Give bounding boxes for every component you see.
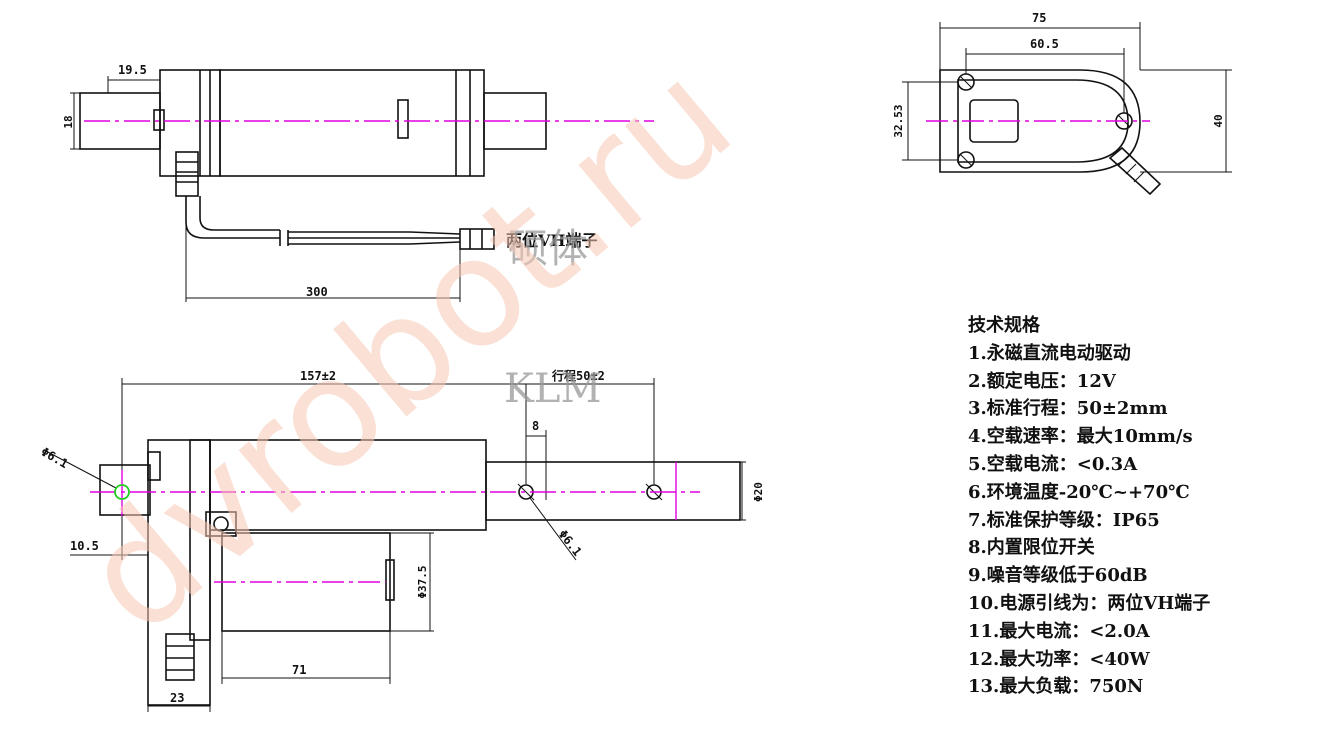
spec-list: 技术规格 1.永磁直流电动驱动 2.额定电压：12V 3.标准行程：50±2mm…	[968, 312, 1328, 701]
dim-side-tip: 8	[532, 419, 539, 433]
dim-end-hole-spacing: 60.5	[1030, 37, 1059, 51]
spec-item: 5.空载电流：<0.3A	[968, 453, 1138, 475]
spec-item: 13.最大负载：750N	[968, 676, 1144, 698]
connector-label: 两位VH端子	[506, 231, 598, 250]
dim-motor-diameter: Φ37.5	[416, 565, 429, 598]
side-view	[43, 378, 746, 712]
spec-title: 技术规格	[968, 315, 1040, 336]
dim-end-right-height: 40	[1212, 114, 1225, 127]
spec-item: 11.最大电流：<2.0A	[968, 620, 1150, 642]
brand-mark-mid: KLM	[504, 366, 601, 412]
dim-top-width: 19.5	[118, 63, 147, 77]
dim-side-stroke: 行程50±2	[551, 368, 605, 383]
dim-cable-length: 300	[306, 285, 328, 299]
dim-top-height: 18	[62, 115, 75, 128]
dim-end-total-width: 75	[1032, 11, 1046, 25]
spec-item: 6.环境温度-20℃~+70℃	[968, 481, 1190, 503]
dim-side-rod: Φ20	[752, 482, 765, 502]
dim-pin-hole-right: Φ6.1	[556, 527, 585, 558]
spec-item: 2.额定电压：12V	[968, 370, 1116, 392]
dim-side-length: 157±2	[300, 369, 336, 383]
spec-item: 3.标准行程：50±2mm	[968, 398, 1168, 420]
dim-base-width: 23	[170, 691, 184, 705]
spec-item: 7.标准保护等级：IP65	[968, 509, 1160, 531]
spec-item: 8.内置限位开关	[968, 537, 1095, 559]
dim-motor-length: 71	[292, 663, 306, 677]
dim-side-offset: 10.5	[70, 539, 99, 553]
spec-item: 9.噪音等级低于60dB	[968, 565, 1148, 587]
spec-item: 4.空载速率：最大10mm/s	[968, 426, 1193, 448]
spec-item: 1.永磁直流电动驱动	[968, 342, 1131, 364]
brand-mark-top: 硕体	[508, 226, 588, 272]
spec-item: 10.电源引线为：两位VH端子	[968, 592, 1211, 614]
spec-item: 12.最大功率：<40W	[968, 648, 1150, 670]
end-view	[902, 22, 1232, 196]
rear-pin-marker	[114, 484, 130, 500]
dim-end-left-height: 32.53	[892, 104, 905, 137]
dim-pin-hole-left: Φ6.1	[39, 444, 71, 471]
